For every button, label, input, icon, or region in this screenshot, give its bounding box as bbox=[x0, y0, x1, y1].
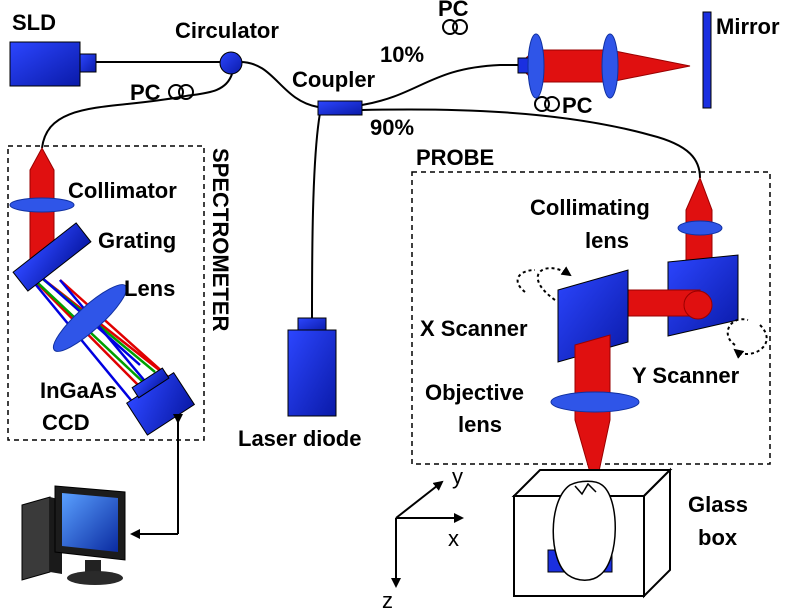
curved-arrow-icon bbox=[516, 266, 768, 359]
collimating-label: Collimating bbox=[530, 195, 650, 220]
fiber-coupler-reference bbox=[361, 64, 520, 106]
computer bbox=[21, 485, 126, 585]
fiber-coupler-probe bbox=[361, 108, 701, 179]
laser-diode bbox=[287, 317, 337, 417]
fiber-coupler-laser bbox=[311, 112, 321, 319]
probe-optics bbox=[550, 176, 739, 491]
objective-lens bbox=[550, 391, 640, 413]
collimator-label: Collimator bbox=[68, 178, 177, 203]
computer-tower-icon bbox=[21, 496, 51, 581]
glass-label: Glass bbox=[688, 492, 748, 517]
fibers bbox=[41, 61, 701, 319]
objective-lens-label: lens bbox=[458, 412, 502, 437]
circulator bbox=[219, 51, 243, 75]
axis-x-label: x bbox=[448, 526, 459, 551]
pc-loop-left bbox=[168, 84, 194, 100]
sld-label: SLD bbox=[12, 10, 56, 35]
ccd bbox=[126, 367, 196, 436]
coupler-label: Coupler bbox=[292, 67, 376, 92]
spectrometer-lens bbox=[52, 284, 128, 352]
pct-90-label: 90% bbox=[370, 115, 414, 140]
probe-beam-bottom bbox=[574, 334, 611, 491]
x-scanner-label: X Scanner bbox=[420, 316, 528, 341]
pc-left-label: PC bbox=[130, 80, 161, 105]
coordinate-axes bbox=[391, 480, 464, 588]
objective-label: Objective bbox=[425, 380, 524, 405]
spectrometer bbox=[9, 146, 196, 436]
reference-lens-1 bbox=[527, 33, 545, 99]
axis-y-label: y bbox=[452, 464, 463, 489]
probe-label: PROBE bbox=[416, 145, 494, 170]
lens-label: Lens bbox=[124, 276, 175, 301]
fiber-circulator-spectrometer bbox=[41, 73, 233, 149]
pc-top-label: PC bbox=[438, 0, 469, 21]
collimating-lens-label: lens bbox=[585, 228, 629, 253]
mirror bbox=[702, 11, 712, 109]
box-label: box bbox=[698, 525, 738, 550]
spectrometer-box bbox=[7, 145, 205, 441]
collimating-lens bbox=[677, 220, 723, 236]
ingaas-label: InGaAs bbox=[40, 378, 117, 403]
coupler bbox=[317, 100, 363, 116]
pc-loop-top bbox=[442, 19, 468, 35]
y-scanner-label: Y Scanner bbox=[632, 363, 740, 388]
monitor-icon bbox=[54, 485, 126, 585]
collimator-lens bbox=[9, 197, 75, 213]
reference-lens-2 bbox=[601, 33, 619, 99]
data-connection bbox=[130, 414, 183, 539]
ccd-label: CCD bbox=[42, 410, 90, 435]
sld-source bbox=[9, 41, 97, 87]
spectrometer-label: SPECTROMETER bbox=[208, 148, 233, 331]
mirror-label: Mirror bbox=[716, 14, 780, 39]
pct-10-label: 10% bbox=[380, 42, 424, 67]
pc-loop-right bbox=[534, 96, 560, 112]
sample bbox=[547, 480, 616, 581]
pc-loops bbox=[168, 19, 560, 112]
fiber-circulator-coupler bbox=[239, 61, 319, 108]
circulator-label: Circulator bbox=[175, 18, 279, 43]
axis-z-label: z bbox=[382, 588, 393, 613]
grating bbox=[12, 222, 92, 292]
laser-diode-label: Laser diode bbox=[238, 426, 361, 451]
reference-arm bbox=[517, 11, 712, 109]
pc-right-label: PC bbox=[562, 93, 593, 118]
grating-label: Grating bbox=[98, 228, 176, 253]
